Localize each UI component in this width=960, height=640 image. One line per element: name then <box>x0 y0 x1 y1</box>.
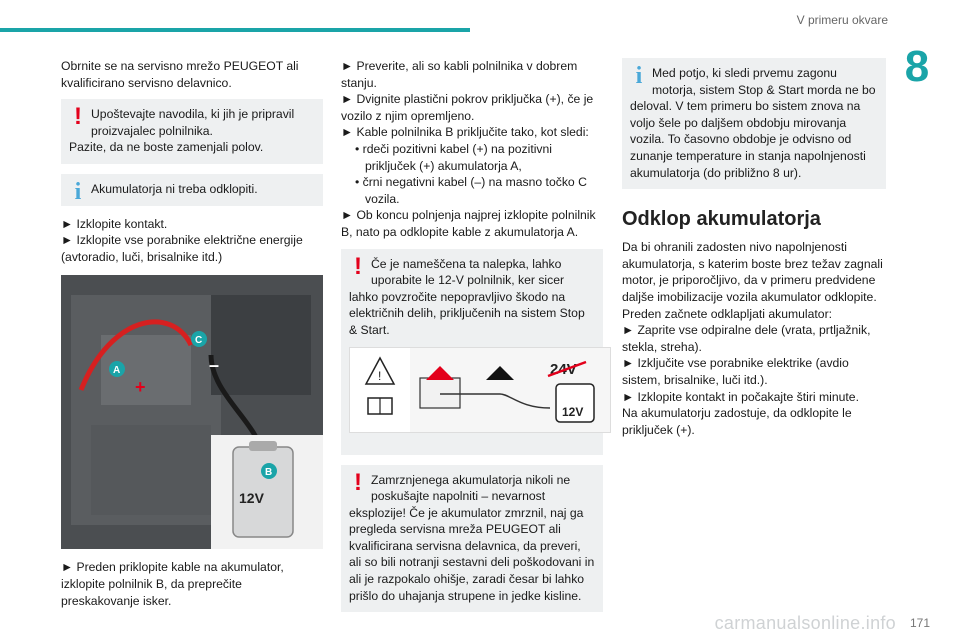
warning-line: Zamrznjenega akumulatorja nikoli ne <box>371 472 571 487</box>
info-icon: i <box>74 178 82 205</box>
info-line: motorja, sistem Stop & Start morda ne bo <box>652 82 876 97</box>
warning-text: lahko povzročite nepopravljivo škodo na … <box>349 289 585 337</box>
warning-box: ! Če je nameščena ta nalepka, lahko upor… <box>341 248 611 455</box>
running-title: V primeru okvare <box>796 13 888 27</box>
svg-text:!: ! <box>378 369 381 383</box>
info-line: Med potjo, ki sledi prvemu zagonu <box>652 66 837 80</box>
engine-bay-photo: 12V A C B + – <box>61 275 323 550</box>
charger-voltage-label: 12V <box>239 490 265 506</box>
label-a: A <box>113 365 120 376</box>
warning-line: Upoštevajte navodila, ki jih je pripravi… <box>91 107 295 122</box>
page-number: 171 <box>909 616 930 631</box>
paragraph: Obrnite se na servisno mrežo PEUGEOT ali… <box>61 59 299 90</box>
step: ► Zaprite vse odpiralne dele (vrata, prt… <box>622 323 871 354</box>
info-icon: i <box>635 63 643 89</box>
paragraph: Na akumulatorju zadostuje, da odklopite … <box>622 406 852 437</box>
bullet-item: • rdeči pozitivni kabel (+) na pozitivni… <box>355 141 552 173</box>
engine-bay-illustration: 12V A C B + – <box>61 275 323 550</box>
step: ► Izklopite kontakt. <box>61 216 168 231</box>
step: ► Preverite, ali so kabli polnilnika v d… <box>341 59 578 90</box>
label-b: B <box>265 467 272 478</box>
warning-line: proizvajalec polnilnika. <box>91 123 213 138</box>
header-accent-bar <box>0 28 470 32</box>
column-2: ► Preverite, ali so kabli polnilnika v d… <box>341 58 611 622</box>
warning-line: poskušajte napolniti – nevarnost <box>371 489 546 504</box>
column-3: i Med potjo, ki sledi prvemu zagonu moto… <box>622 58 886 438</box>
step: ► Dvignite plastični pokrov priključka (… <box>341 92 594 123</box>
svg-text:–: – <box>209 355 219 375</box>
bullet-item: • črni negativni kabel (–) na masno točk… <box>355 175 587 206</box>
step: ► Izklopite vse porabnike električne ene… <box>61 233 303 264</box>
step: ► Preden priklopite kable na akumulator,… <box>61 560 284 608</box>
step: ► Ob koncu polnjenja najprej izklopite p… <box>341 208 596 239</box>
warning-box: ! Zamrznjenega akumulatorja nikoli ne po… <box>341 464 603 613</box>
step: ► Izklopite kontakt in počakajte štiri m… <box>622 389 859 404</box>
warning-icon: ! <box>354 252 362 280</box>
paragraph: Da bi ohranili zadosten nivo napolnjenos… <box>622 240 883 321</box>
step: ► Kable polnilnika B priključite tako, k… <box>341 125 589 140</box>
charger-label-pictogram: ! 24V 12V <box>349 346 611 433</box>
chapter-number: 8 <box>904 42 930 91</box>
warning-box: ! Upoštevajte navodila, ki jih je pripra… <box>61 99 323 164</box>
info-box: i Akumulatorja ni treba odklopiti. <box>61 173 323 206</box>
svg-text:+: + <box>135 377 146 397</box>
step: ► Izključite vse porabnike elektrike (av… <box>622 356 849 387</box>
warning-text: eksplozije! Če je akumulator zmrznil, na… <box>349 505 595 603</box>
warning-text: Pazite, da ne boste zamenjali polov. <box>69 140 264 155</box>
picto-12v: 12V <box>562 405 583 419</box>
warning-line: Če je nameščena ta nalepka, lahko <box>371 256 562 271</box>
warning-icon: ! <box>354 468 362 496</box>
info-text: deloval. V tem primeru bo sistem znova n… <box>630 99 866 180</box>
warning-line: uporabite le 12-V polnilnik, ker sicer <box>371 273 565 288</box>
watermark: carmanualsonline.info <box>714 613 896 634</box>
section-heading: Odklop akumulatorja <box>622 208 821 231</box>
column-1: Obrnite se na servisno mrežo PEUGEOT ali… <box>61 58 323 609</box>
label-c: C <box>195 335 202 346</box>
warning-icon: ! <box>74 103 82 131</box>
info-text: Akumulatorja ni treba odklopiti. <box>91 181 258 196</box>
info-box: i Med potjo, ki sledi prvemu zagonu moto… <box>622 58 886 190</box>
